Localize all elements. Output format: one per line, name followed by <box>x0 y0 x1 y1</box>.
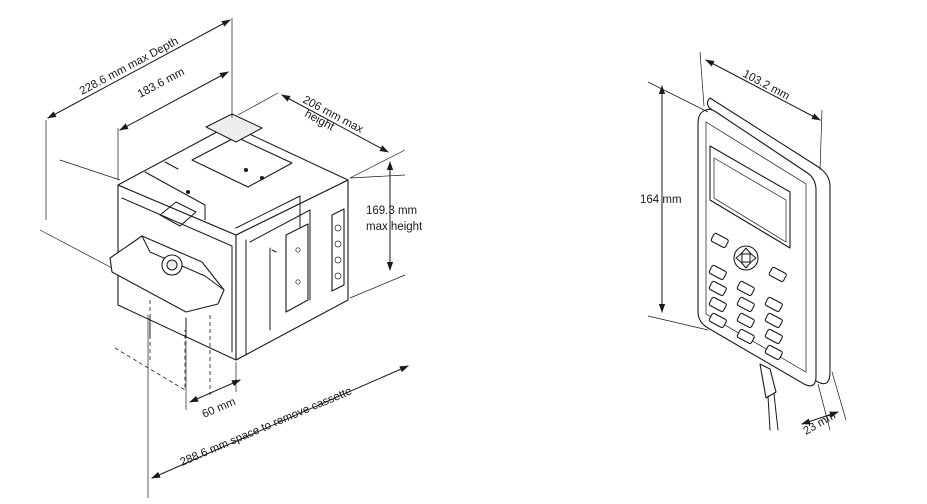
key-5[interactable] <box>736 296 755 313</box>
key-1[interactable] <box>708 264 727 281</box>
nav-left-button[interactable] <box>735 252 743 264</box>
connector-port-1 <box>334 224 342 232</box>
nav-cluster <box>733 245 759 271</box>
height-extension-lines <box>349 174 406 299</box>
pump-unit <box>109 113 349 395</box>
keypad-height-extension-lines <box>647 81 709 331</box>
height-max-dimension-line <box>281 94 389 153</box>
depth-max-dimension-line <box>47 19 231 119</box>
pump-feet <box>149 317 187 339</box>
keypad-number-keys <box>708 264 783 361</box>
key-3[interactable] <box>764 296 783 313</box>
keypad-width-label: 103.2 mm <box>741 68 792 103</box>
pump-top-slot <box>164 161 179 170</box>
connector-port-4 <box>334 272 342 280</box>
keypad-unit <box>697 97 831 431</box>
height-max-extension-lines <box>237 92 406 179</box>
depth-dimension-line <box>119 71 229 131</box>
height-label-line2: max height <box>366 221 423 233</box>
pump-top-plate <box>191 136 293 188</box>
keypad-dimensions <box>647 51 847 431</box>
pump-top-screw-1 <box>244 168 248 172</box>
key-12[interactable] <box>764 344 783 361</box>
width-extension-lines <box>699 51 823 171</box>
connector-port-3 <box>334 256 342 264</box>
pump-side-bracket <box>285 223 309 313</box>
keypad-cable <box>767 393 779 431</box>
pump-right-seam <box>269 247 277 331</box>
keypad-display <box>709 145 791 249</box>
cassette-dimension-line <box>151 365 409 479</box>
nav-right-button[interactable] <box>749 252 757 264</box>
keypad-inner-bezel <box>705 121 807 373</box>
nav-down-button[interactable] <box>740 261 752 269</box>
softkey-right-button[interactable] <box>768 266 787 283</box>
keypad-depth-dimension-line <box>801 411 839 425</box>
pump-dimensions <box>39 18 409 498</box>
depth-label: 183.6 mm <box>136 66 187 101</box>
pump-top-edge-line <box>144 171 206 221</box>
key-2[interactable] <box>736 280 755 297</box>
pump-head-top <box>159 201 197 227</box>
key-4[interactable] <box>708 280 727 297</box>
pump-rotor-hub <box>166 259 178 271</box>
pump-connector-strip <box>331 208 345 292</box>
nav-up-button[interactable] <box>740 247 752 255</box>
keypad-display-inner <box>713 157 787 243</box>
key-6[interactable] <box>764 312 783 329</box>
pump-top-screw-3 <box>186 190 190 194</box>
key-7[interactable] <box>708 296 727 313</box>
bracket-hole-2 <box>295 279 301 285</box>
key-11[interactable] <box>736 328 755 345</box>
cassette-label: 288.6 mm space to remove cassette <box>178 385 353 468</box>
keypad-cable-strain-relief <box>759 363 777 399</box>
depth-extension-lines <box>45 18 233 220</box>
pump-band <box>235 195 311 301</box>
pump-top-screw-2 <box>260 176 264 180</box>
cassette-extension-lines <box>39 229 149 498</box>
pump-front-frame <box>121 197 247 356</box>
keypad-depth-label: 23 mm <box>802 410 838 438</box>
key-10[interactable] <box>708 312 727 329</box>
height-label-line1: 169.3 mm <box>366 205 417 217</box>
width-dimension-line <box>705 59 821 121</box>
bracket-hole-1 <box>295 247 301 253</box>
softkey-left-button[interactable] <box>710 232 729 249</box>
gap-label: 60 mm <box>200 396 237 421</box>
key-8[interactable] <box>736 312 755 329</box>
depth-max-label: 228.6 mm max Depth <box>78 35 181 97</box>
connector-port-2 <box>334 240 342 248</box>
keypad-height-label: 164 mm <box>640 194 682 206</box>
key-9[interactable] <box>764 328 783 345</box>
